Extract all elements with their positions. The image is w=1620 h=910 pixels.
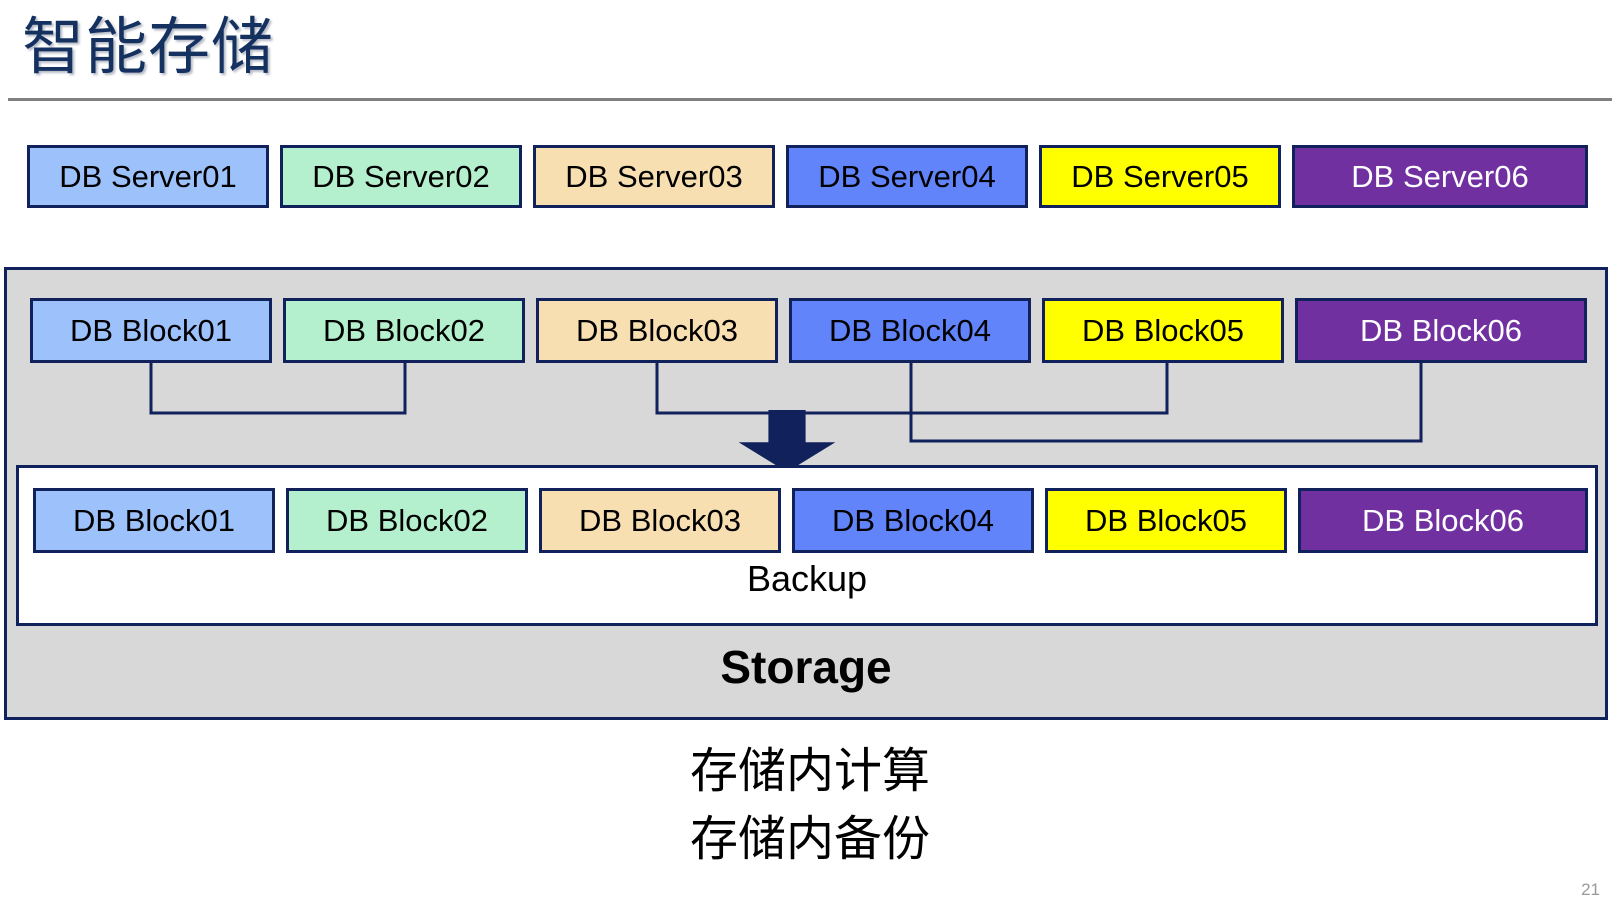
bracket-block01-block02: [149, 363, 407, 415]
db-block-box-backup-1: DB Block01: [33, 488, 275, 553]
footer-line-2: 存储内备份: [689, 813, 930, 866]
db-block-box-backup-4: DB Block04: [792, 488, 1034, 553]
down-arrow: [738, 410, 836, 472]
db-block-box-backup-2: DB Block02: [286, 488, 528, 553]
db-block-box-backup-3: DB Block03: [539, 488, 781, 553]
db-server-box-3: DB Server03: [533, 145, 775, 208]
db-block-box-source-2: DB Block02: [283, 298, 525, 363]
db-block-box-source-3: DB Block03: [536, 298, 778, 363]
footer-text-block: 存储内计算存储内备份: [0, 738, 1620, 874]
footer-line-1: 存储内计算: [689, 745, 930, 798]
db-server-box-5: DB Server05: [1039, 145, 1281, 208]
db-block-box-source-6: DB Block06: [1295, 298, 1587, 363]
storage-label: Storage: [720, 641, 892, 693]
db-server-box-4: DB Server04: [786, 145, 1028, 208]
page-title: 智能存储: [22, 13, 275, 82]
db-block-box-source-4: DB Block04: [789, 298, 1031, 363]
bracket-block04-block06: [909, 363, 1423, 443]
db-block-box-backup-6: DB Block06: [1298, 488, 1588, 553]
bracket-block03-block05: [655, 363, 1169, 415]
db-block-box-backup-5: DB Block05: [1045, 488, 1287, 553]
title-divider: [8, 98, 1612, 101]
db-block-box-source-1: DB Block01: [30, 298, 272, 363]
db-server-box-6: DB Server06: [1292, 145, 1588, 208]
page-number: 21: [1581, 880, 1600, 899]
db-block-box-source-5: DB Block05: [1042, 298, 1284, 363]
db-server-box-1: DB Server01: [27, 145, 269, 208]
backup-label: Backup: [746, 558, 868, 599]
db-server-box-2: DB Server02: [280, 145, 522, 208]
